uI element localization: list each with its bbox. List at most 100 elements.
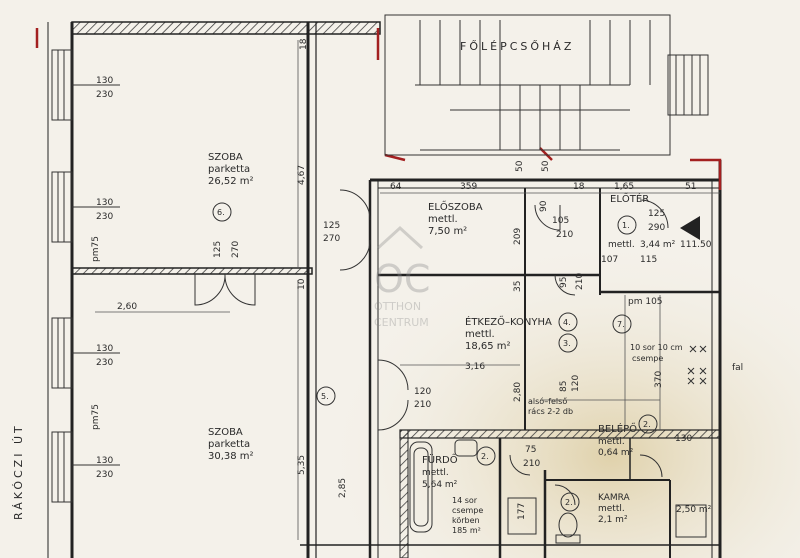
dim-535: 5,35	[297, 455, 307, 475]
room-upper-area: 26,52 m²	[208, 176, 254, 187]
door-swings	[194, 189, 669, 506]
dim-316: 3,16	[465, 362, 485, 372]
win3-width: 130	[96, 344, 113, 354]
dim-370: 370	[654, 371, 664, 388]
dim-165: 1,65	[614, 182, 634, 192]
paper-stain	[260, 150, 800, 558]
kitchen-tile-note-2: csempe	[632, 354, 663, 363]
dim-pm105: pm 105	[628, 297, 663, 307]
room-lower-area: 30,38 m²	[208, 451, 254, 462]
watermark-monogram: OC	[374, 257, 430, 301]
dim-210d: 210	[523, 459, 540, 469]
entrance-arrow-icon	[680, 216, 700, 240]
win4-width: 130	[96, 456, 113, 466]
door-room-height: 270	[231, 241, 241, 258]
stairwell-steps	[384, 14, 709, 156]
door-room-width: 125	[213, 241, 223, 258]
bathroom-tile-l3: körben	[452, 516, 480, 525]
fixtures	[409, 345, 707, 544]
dim-64: 64	[390, 182, 402, 192]
dim-95: 95	[559, 277, 569, 288]
kitchen-tile-note: 10 sor 10 cm	[630, 343, 683, 352]
dim-90: 90	[539, 200, 549, 212]
watermark-line1: OTTHON	[374, 300, 421, 313]
door-v-height: 290	[648, 223, 665, 233]
kitchen-number-3: 7.	[617, 320, 625, 329]
bathroom-tile-l2: csempe	[452, 506, 483, 515]
dim-fal: fal	[732, 363, 743, 373]
room-lower-number: 5.	[321, 392, 329, 401]
dim-pm75a: pm75	[91, 236, 101, 262]
dim-75a: 75	[525, 445, 536, 455]
hall-floor: mettl.	[428, 214, 458, 225]
dim-107: 107	[601, 255, 618, 265]
door-hall-width: 125	[323, 221, 340, 231]
street-label: RÁKÓCZI ÚT	[12, 423, 25, 520]
bathroom-floor: mettl.	[422, 468, 449, 478]
room-number-circles	[212, 202, 658, 512]
dim-209: 209	[513, 228, 523, 245]
win1-width: 130	[96, 76, 113, 86]
dim-35: 35	[513, 281, 523, 292]
door-v-width: 125	[648, 209, 665, 219]
kitchen-tiles-line2: rács 2-2 db	[528, 407, 573, 416]
vestibule-floor: mettl.	[608, 240, 635, 250]
bathroom-tile-l1: 14 sor	[452, 496, 478, 505]
street-windows	[51, 49, 120, 503]
bathroom-area: 5,64 m²	[422, 480, 458, 490]
dim-260: 2,60	[117, 302, 137, 312]
dim-467: 4,67	[297, 165, 307, 185]
hall-area: 7,50 m²	[428, 226, 467, 237]
kitchen-floor: mettl.	[465, 329, 495, 340]
win3-height: 230	[96, 358, 113, 368]
win2-width: 130	[96, 198, 113, 208]
dim-359: 359	[460, 182, 477, 192]
walkin-area: 0,64 m²	[598, 448, 634, 458]
watermark-line2: CENTRUM	[374, 316, 429, 329]
kitchen-number: 4.	[563, 318, 571, 327]
bathroom-number: 2.	[481, 452, 489, 461]
dim-120b: 120	[571, 375, 581, 392]
wc-area: 2,50 m²	[676, 505, 712, 515]
win2-height: 230	[96, 212, 113, 222]
room-upper-number: 6.	[217, 208, 225, 217]
bathroom-name: FÜRDŐ	[422, 452, 458, 466]
kitchen-area: 18,65 m²	[465, 341, 511, 352]
door-kitchen-width: 120	[414, 387, 431, 397]
dim-51: 51	[685, 182, 696, 192]
room-lower-floor: parketta	[208, 439, 250, 450]
kitchen-tiles-line1: alsó–felső	[528, 396, 567, 406]
walkin-number: 2.	[643, 420, 651, 429]
dim-50a: 50	[515, 160, 525, 172]
walkin-name: BELÉPŐ	[598, 421, 637, 435]
pantry-floor: mettl.	[598, 504, 625, 514]
pantry-area: 2,1 m²	[598, 515, 628, 525]
pantry-number: 2.	[565, 498, 573, 507]
door-hall-height: 270	[323, 234, 340, 244]
dim-50b: 50	[541, 160, 551, 172]
stairwell-label: FŐLÉPCSŐHÁZ	[460, 39, 574, 53]
hall-name: ELŐSZOBA	[428, 199, 483, 213]
dim-115: 115	[640, 255, 657, 265]
dim-177: 177	[517, 503, 527, 520]
dim-85: 85	[559, 381, 569, 392]
walkin-floor: mettl.	[598, 437, 625, 447]
vestibule-name: ELŐTÉR	[610, 191, 649, 205]
kitchen-name: ÉTKEZŐ–KONYHA	[465, 314, 552, 328]
walls	[47, 21, 722, 558]
vestibule-area: 3,44 m²	[640, 240, 676, 250]
door-e-width: 105	[552, 216, 569, 226]
dim-210c: 210	[575, 273, 585, 290]
dimension-lines	[95, 40, 720, 540]
otthon-centrum-watermark: OC OTTHON CENTRUM	[374, 225, 430, 329]
vestibule-height-mark: 111.50	[680, 240, 712, 250]
door-kitchen-height: 210	[414, 400, 431, 410]
door-e-height: 210	[556, 230, 573, 240]
win1-height: 230	[96, 90, 113, 100]
dim-130: 130	[675, 434, 692, 444]
dim-pm75b: pm75	[91, 404, 101, 430]
dim-18a: 18	[299, 38, 309, 50]
pantry-name: KAMRA	[598, 493, 631, 503]
dim-10: 10	[297, 278, 307, 290]
